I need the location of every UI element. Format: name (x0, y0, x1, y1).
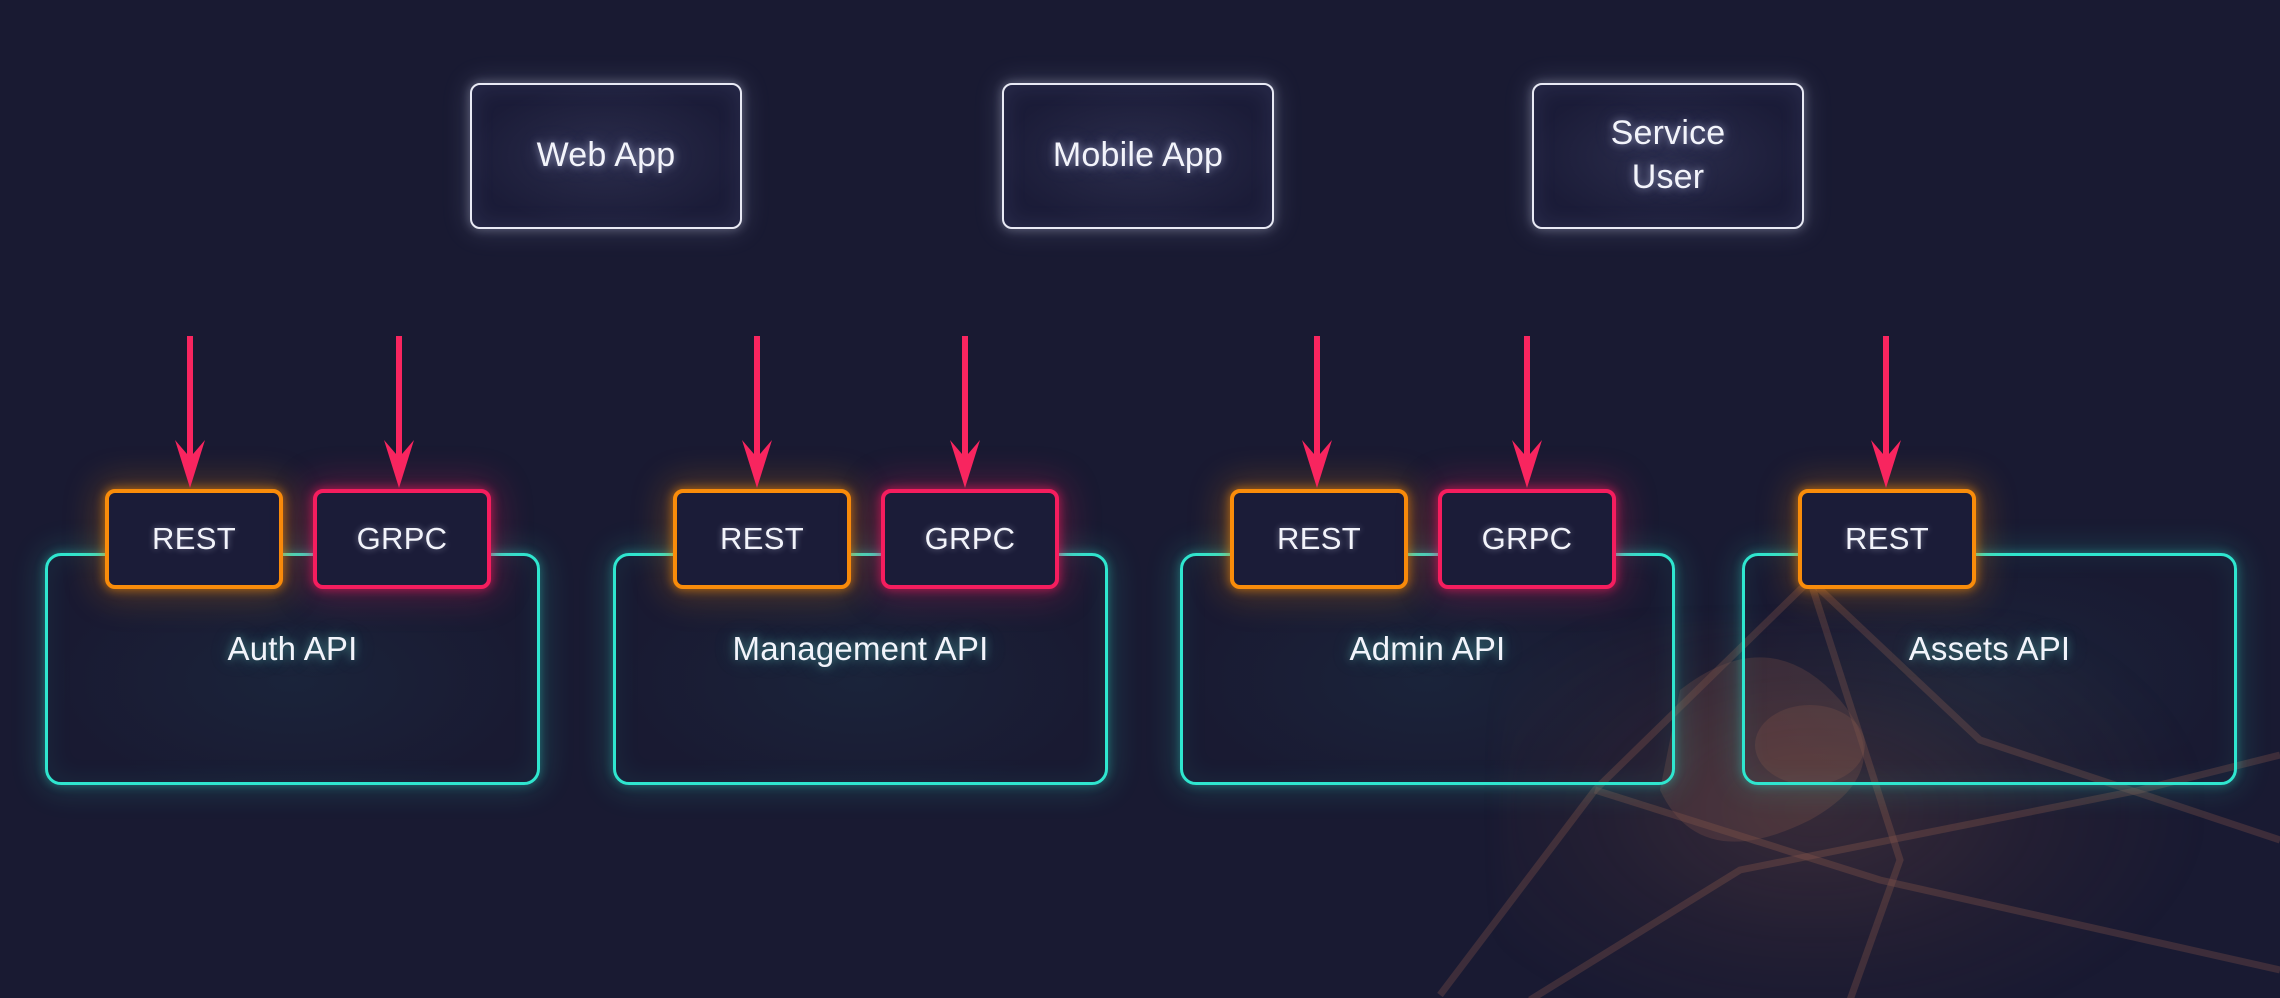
arrow-to-assets-rest (1871, 336, 1901, 488)
api-group-assets[interactable]: Assets API (1742, 553, 2237, 785)
api-group-management-label: Management API (732, 630, 989, 667)
arrow-to-admin-rest (1302, 336, 1332, 488)
protocol-box-auth-grpc-label: GRPC (356, 521, 448, 556)
arrow-to-admin-grpc (1512, 336, 1542, 488)
actor-web-app[interactable]: Web App (470, 83, 742, 229)
actor-service-user-label: Service User (1610, 114, 1726, 196)
actor-web-app-label: Web App (536, 136, 676, 175)
protocol-box-assets-rest-label: REST (1845, 521, 1929, 556)
actor-mobile-app[interactable]: Mobile App (1002, 83, 1274, 229)
protocol-box-auth-rest[interactable]: REST (105, 489, 283, 589)
api-group-auth[interactable]: Auth API (45, 553, 540, 785)
api-group-admin[interactable]: Admin API (1180, 553, 1675, 785)
protocol-box-admin-rest-label: REST (1277, 521, 1361, 556)
arrow-to-management-rest (742, 336, 772, 488)
protocol-box-management-rest[interactable]: REST (673, 489, 851, 589)
protocol-box-admin-grpc[interactable]: GRPC (1438, 489, 1616, 589)
arrow-to-management-grpc (950, 336, 980, 488)
api-group-management[interactable]: Management API (613, 553, 1108, 785)
protocol-box-management-grpc-label: GRPC (924, 521, 1016, 556)
protocol-box-admin-grpc-label: GRPC (1481, 521, 1573, 556)
api-group-admin-label: Admin API (1349, 630, 1506, 667)
protocol-box-auth-grpc[interactable]: GRPC (313, 489, 491, 589)
protocol-box-auth-rest-label: REST (152, 521, 236, 556)
protocol-box-management-grpc[interactable]: GRPC (881, 489, 1059, 589)
protocol-box-management-rest-label: REST (720, 521, 804, 556)
api-group-assets-label: Assets API (1908, 630, 2071, 667)
actor-service-user[interactable]: Service User (1532, 83, 1804, 229)
arrow-to-auth-grpc (384, 336, 414, 488)
protocol-box-admin-rest[interactable]: REST (1230, 489, 1408, 589)
arrow-to-auth-rest (175, 336, 205, 488)
api-group-auth-label: Auth API (227, 630, 358, 667)
protocol-box-assets-rest[interactable]: REST (1798, 489, 1976, 589)
actor-mobile-app-label: Mobile App (1052, 136, 1224, 175)
